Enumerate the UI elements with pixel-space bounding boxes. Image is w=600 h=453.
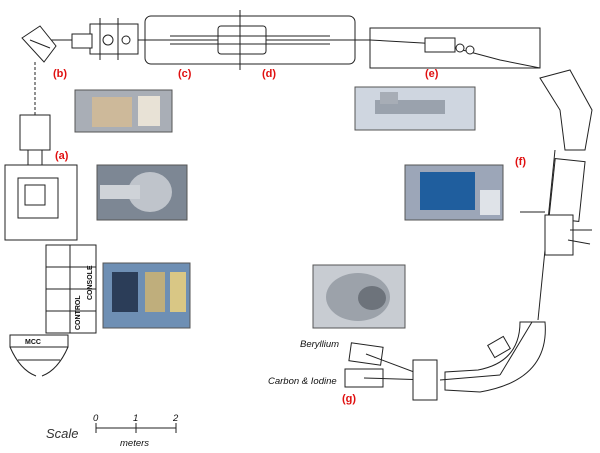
mcc-label: MCC	[25, 339, 41, 346]
photo-console-racks	[102, 262, 191, 329]
photo-magnet	[404, 164, 504, 221]
scale-tick-0: 0	[93, 413, 99, 424]
scale-tick-1: 1	[133, 413, 138, 424]
source-housing	[19, 114, 51, 151]
target-chamber	[412, 359, 438, 401]
console-label-2: CONSOLE	[87, 265, 94, 300]
label-e: (e)	[425, 68, 439, 80]
beryllium-label: Beryllium	[300, 339, 339, 350]
photos	[74, 86, 504, 329]
scale-tick-2: 2	[172, 413, 179, 424]
final-bend	[439, 321, 546, 393]
control-console: CONTROL CONSOLE	[45, 244, 97, 334]
console-label-1: CONTROL	[75, 295, 82, 330]
mcc-station: MCC	[9, 334, 69, 377]
photo-control-room	[74, 89, 173, 133]
scale-word: Scale	[46, 426, 79, 441]
label-b: (b)	[53, 68, 67, 80]
bend-magnet-f	[539, 69, 593, 151]
final-bend-magnet	[444, 321, 546, 393]
scale-unit: meters	[120, 438, 149, 449]
component-b-block	[89, 23, 139, 55]
left-beamline	[4, 62, 78, 241]
target-area: Beryllium Carbon & Iodine	[268, 339, 438, 401]
label-c: (c)	[178, 68, 192, 80]
label-g: (g)	[342, 393, 356, 405]
tank-center-module	[217, 25, 267, 55]
carbon-iodine-label: Carbon & Iodine	[268, 376, 337, 387]
scale-bar: Scale 0 1 2 meters	[46, 413, 179, 449]
label-d: (d)	[262, 68, 276, 80]
label-f: (f)	[515, 156, 526, 168]
photo-beamline-section	[354, 86, 476, 131]
right-beamline	[520, 149, 592, 321]
photo-target-chamber	[312, 264, 406, 329]
section-labels: (b) (c) (d) (e) (a) (f) (g)	[53, 68, 526, 405]
label-a: (a)	[55, 150, 69, 162]
photo-source-hardware	[96, 164, 188, 221]
top-beamline	[21, 10, 593, 151]
